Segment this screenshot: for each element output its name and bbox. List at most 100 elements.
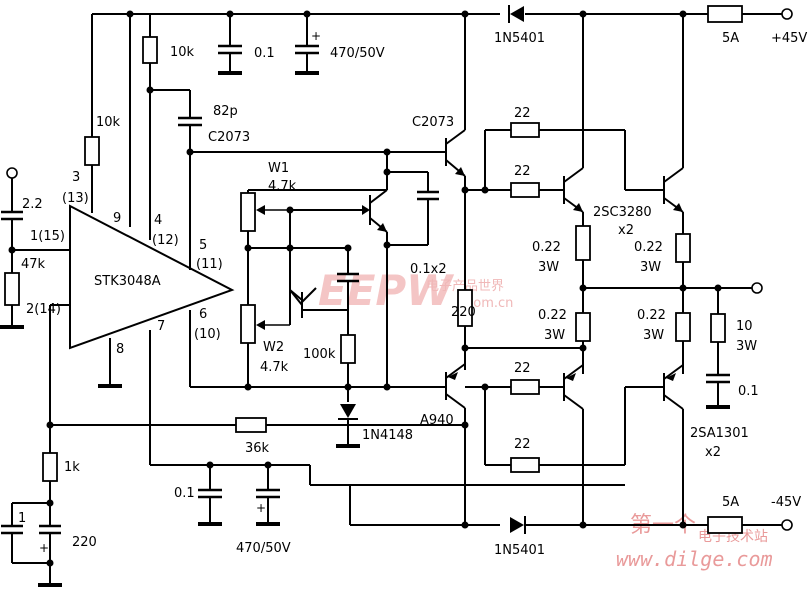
resistor-10k-pin3 (84, 136, 100, 166)
r-22-d-label: 22 (514, 437, 531, 452)
r-22-b-label: 22 (514, 164, 531, 179)
transistor-bias-1 (369, 189, 388, 233)
fuse-bottom-label: 5A (722, 495, 739, 510)
re-c-label: 0.22 (538, 308, 567, 323)
stk3048a-amplifier (69, 204, 235, 350)
transistor-bias-2 (289, 287, 348, 318)
pin-4b-label: (12) (152, 233, 179, 248)
pin-1-label: 1(15) (30, 229, 65, 244)
dilge-url-text: www.dilge.com (616, 547, 773, 571)
transistor-2sa1301-left (563, 364, 584, 410)
re-a-w-label: 3W (538, 260, 559, 275)
pin-3b-label: (13) (62, 191, 89, 206)
cap-01-bottom (198, 465, 222, 526)
re-c-w-label: 3W (544, 328, 565, 343)
c2073-right-label: C2073 (412, 115, 454, 130)
neg-rail-label: -45V (771, 495, 801, 510)
input-coupling-cap (1, 178, 23, 250)
transistor-2sc3280-right (663, 167, 684, 213)
resistor-1k (42, 452, 58, 482)
diode-1n4148 (336, 404, 360, 448)
pin-4-label: 4 (154, 213, 162, 228)
dilge-watermark: 第一个 电子技术站 www.dilge.com (616, 513, 773, 571)
r-22-a-label: 22 (514, 106, 531, 121)
resistor-22-d (510, 457, 540, 473)
potentiometer-w2 (240, 304, 256, 344)
r-10k-top-label: 10k (170, 45, 195, 60)
cap-01x2-label: 0.1x2 (410, 262, 447, 277)
transistor-2sa1301-right (663, 364, 684, 410)
cap-470-bottom-label: 470/50V (236, 541, 291, 556)
svg-text:+: + (311, 29, 321, 43)
pin-7-label: 7 (157, 319, 165, 334)
re-d-label: 0.22 (637, 308, 666, 323)
cap-01-top-label: 0.1 (254, 46, 275, 61)
pin-3-label: 3 (72, 170, 80, 185)
potentiometer-w1 (240, 192, 256, 232)
cap-01-top (218, 14, 242, 75)
cap-220-label: 220 (72, 535, 97, 550)
neg-rail-terminal (781, 519, 793, 531)
fuse-bottom (707, 516, 743, 534)
w1-value-label: 4.7k (268, 179, 297, 194)
cap-470-top-label: 470/50V (330, 46, 385, 61)
w1-name-label: W1 (268, 161, 289, 176)
positive-rail (92, 8, 793, 20)
resistor-22-c (510, 379, 540, 395)
fuse-top-label: 5A (722, 31, 739, 46)
r-10-w-label: 3W (736, 339, 757, 354)
cap-470-bottom: + (256, 465, 280, 526)
cap-470-top: + (295, 14, 321, 75)
negative-rail (350, 519, 793, 531)
re-a-label: 0.22 (532, 240, 561, 255)
w2-value-label: 4.7k (260, 360, 289, 375)
cap-82p-label: 82p (213, 104, 238, 119)
c2073-left-label: C2073 (208, 130, 250, 145)
resistor-36k (235, 417, 267, 433)
pos-rail-terminal (781, 8, 793, 20)
resistor-10-zobel (710, 313, 726, 343)
pin-5b-label: (11) (196, 257, 223, 272)
diode-1n5401-top (508, 5, 524, 23)
diode-bottom-label: 1N5401 (494, 543, 545, 558)
resistor-22-b (510, 182, 540, 198)
2sa1301-count-label: x2 (705, 445, 721, 460)
diode-1n4148-label: 1N4148 (362, 428, 413, 443)
svg-text:+: + (39, 541, 49, 555)
transistor-c2073-driver (445, 129, 466, 177)
resistor-100k (340, 334, 356, 364)
r-220-label: 220 (451, 305, 476, 320)
pin-6-label: 6 (199, 307, 207, 322)
resistor-022-b (675, 233, 691, 263)
output-terminal (751, 282, 763, 294)
resistor-47k (4, 272, 20, 306)
cap-1-label: 1 (18, 511, 26, 526)
transistor-a940-driver (445, 363, 466, 409)
resistor-022-c (575, 312, 591, 342)
svg-text:+: + (256, 501, 266, 515)
diode-1n5401-bottom (510, 516, 526, 534)
input-terminal (6, 167, 18, 179)
resistor-22-a (510, 122, 540, 138)
cap-01-out-label: 0.1 (738, 384, 759, 399)
resistor-022-a (575, 225, 591, 261)
re-b-w-label: 3W (640, 260, 661, 275)
r-10-label: 10 (736, 319, 753, 334)
2sc3280-count-label: x2 (618, 223, 634, 238)
fuse-top (707, 5, 743, 23)
r-47k-label: 47k (21, 257, 46, 272)
diode-top-label: 1N5401 (494, 31, 545, 46)
cap-01x2 (337, 248, 359, 335)
pin-5-label: 5 (199, 238, 207, 253)
r-36k-label: 36k (245, 441, 270, 456)
pos-rail-label: +45V (771, 31, 807, 46)
r-100k-label: 100k (303, 347, 336, 362)
2sc3280-label: 2SC3280 (593, 205, 652, 220)
resistor-10k-top (142, 36, 158, 64)
resistor-022-d (675, 312, 691, 342)
w2-name-label: W2 (263, 340, 284, 355)
cap-82p (178, 90, 202, 152)
eepw-url-text: .com.cn (462, 296, 513, 311)
re-b-label: 0.22 (634, 240, 663, 255)
